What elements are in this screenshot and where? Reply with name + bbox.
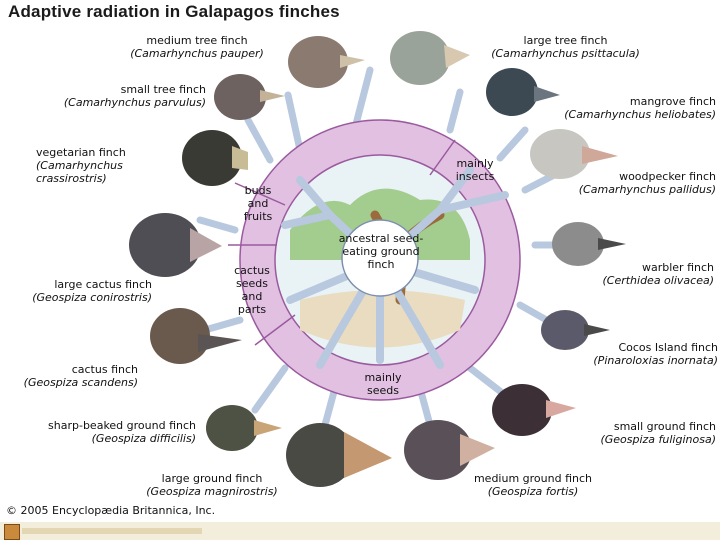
finch-name: medium tree finch — [146, 34, 248, 47]
finch-scientific-name: (Camarhynchus psittacula) — [491, 47, 640, 60]
ring-label-buds: buds and fruits — [243, 184, 273, 223]
ring-label-cactus: cactus seeds and parts — [234, 264, 270, 316]
ancestor-node — [341, 219, 419, 297]
finch-label: small ground finch (Geospiza fuliginosa) — [548, 420, 716, 446]
finch-label: vegetarian finch (Camarhynchus crassiros… — [36, 146, 156, 185]
finch-label: medium tree finch (Camarhynchus pauper) — [112, 34, 282, 60]
finch-name: small tree finch — [120, 83, 206, 96]
copyright-notice: © 2005 Encyclopædia Britannica, Inc. — [6, 504, 216, 517]
finch-scientific-name: (Geospiza conirostris) — [32, 291, 152, 304]
slide-logo-icon — [4, 524, 20, 540]
finch-label: sharp-beaked ground finch (Geospiza diff… — [26, 419, 196, 445]
sharp-beaked-ground-finch-head — [206, 405, 282, 451]
finch-scientific-name: (Camarhynchus pallidus) — [578, 183, 716, 196]
vegetarian-finch-head — [182, 130, 248, 186]
ring-label-insects: mainly insects — [455, 157, 495, 183]
finch-scientific-name: (Camarhynchus parvulus) — [63, 96, 206, 109]
footer-strip — [22, 528, 202, 534]
spokes — [196, 66, 569, 429]
finch-label: large ground finch (Geospiza magnirostri… — [126, 472, 298, 498]
finch-name: medium ground finch — [473, 472, 593, 485]
ring-label-seeds: mainly seeds — [364, 371, 402, 397]
small-tree-finch-head — [214, 74, 285, 120]
woodpecker-finch-head — [530, 129, 618, 179]
large-tree-finch-head — [390, 31, 470, 85]
diagram-title: Adaptive radiation in Galapagos finches — [8, 2, 340, 21]
finch-label: large cactus finch (Geospiza conirostris… — [4, 278, 152, 304]
finch-name: large ground finch — [161, 472, 263, 485]
finch-name: woodpecker finch — [619, 170, 716, 183]
footer-bar — [0, 522, 720, 540]
finch-heads — [129, 31, 626, 487]
finch-scientific-name: (Camarhynchus heliobates) — [564, 108, 716, 121]
finch-name: warbler finch — [641, 261, 714, 274]
large-cactus-finch-head — [129, 213, 222, 277]
finch-scientific-name: (Geospiza difficilis) — [91, 432, 196, 445]
large-ground-finch-head — [286, 423, 392, 487]
finch-name: small ground finch — [613, 420, 716, 433]
finch-name: large cactus finch — [54, 278, 152, 291]
finch-scientific-name: (Pinaroloxias inornata) — [593, 354, 718, 367]
finch-name: cactus finch — [71, 363, 138, 376]
finch-label: small tree finch (Camarhynchus parvulus) — [30, 83, 206, 109]
mangrove-finch-head — [486, 68, 560, 116]
cactus-finch-head — [150, 308, 242, 364]
cocos-island-finch-head — [541, 310, 610, 350]
finch-label: warbler finch (Certhidea olivacea) — [574, 261, 714, 287]
medium-tree-finch-head — [288, 36, 365, 88]
ring-dividers — [228, 139, 456, 346]
finch-label: large tree finch (Camarhynchus psittacul… — [478, 34, 653, 60]
finch-label: woodpecker finch (Camarhynchus pallidus) — [540, 170, 716, 196]
finch-name: large tree finch — [523, 34, 608, 47]
finch-scientific-name: (Certhidea olivacea) — [602, 274, 714, 287]
finch-scientific-name: (Geospiza fortis) — [487, 485, 579, 498]
small-ground-finch-head — [492, 384, 576, 436]
finch-label: Cocos Island finch (Pinaroloxias inornat… — [576, 341, 718, 367]
finch-name: mangrove finch — [629, 95, 716, 108]
finch-name: Cocos Island finch — [618, 341, 718, 354]
finch-scientific-name: (Camarhynchus crassirostris) — [36, 159, 123, 185]
finch-scientific-name: (Geospiza magnirostris) — [146, 485, 278, 498]
center-label: ancestral seed-eating ground finch — [338, 232, 424, 271]
finch-label: mangrove finch (Camarhynchus heliobates) — [538, 95, 716, 121]
finch-scientific-name: (Camarhynchus pauper) — [130, 47, 264, 60]
finch-name: vegetarian finch — [36, 146, 126, 159]
finch-name: sharp-beaked ground finch — [48, 419, 196, 432]
finch-label: medium ground finch (Geospiza fortis) — [462, 472, 604, 498]
finch-scientific-name: (Geospiza scandens) — [23, 376, 138, 389]
medium-ground-finch-head — [404, 420, 495, 480]
finch-label: cactus finch (Geospiza scandens) — [4, 363, 138, 389]
warbler-finch-head — [552, 222, 626, 266]
finch-scientific-name: (Geospiza fuliginosa) — [600, 433, 716, 446]
